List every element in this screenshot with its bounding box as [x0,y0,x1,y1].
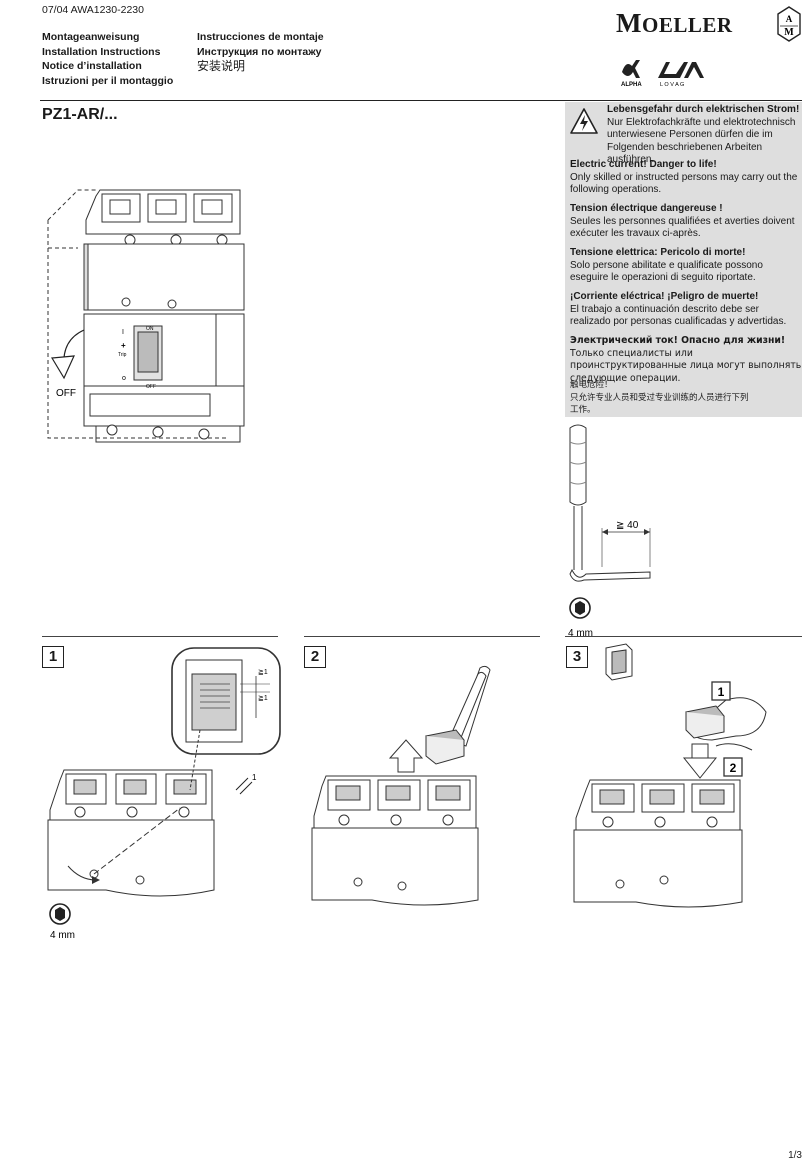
certification-logos: ALPHA L O V A G [621,60,704,88]
title-de: Montageanweisung [42,31,140,43]
product-title: PZ1-AR/... [42,106,118,123]
step1-illustration: 1 ≧1 ≧1 4 mm [47,647,281,941]
brand-badge-icon: A M [777,6,801,42]
svg-text:I: I [122,329,124,336]
step-number-1: 1 [42,646,64,668]
alpha-logo-icon [622,60,640,78]
tool-dimension-label: ≧ 40 [616,520,639,531]
lovag-label: L O V A G [660,82,684,88]
brand-rest: OELLER [641,13,733,37]
safety-warning-box: Lebensgefahr durch elektrischen Strom! N… [565,102,802,417]
step-number-3: 3 [566,646,588,668]
step3-sub-2: 2 [730,761,737,775]
trip-label: Trip [118,352,127,358]
switch-off-label: OFF [146,384,156,390]
warning-en: Electric current! Danger to life! Only s… [570,159,798,195]
lovag-logo-icon [658,62,704,78]
warning-ru: Электрический ток! Опасно для жизни! Тол… [570,335,802,384]
hex-key-tool-illustration: ≧ 40 4 mm [568,424,651,639]
title-en: Installation Instructions [42,45,161,58]
tool-size-label: 4 mm [568,628,593,639]
title-ru: Инструкция по монтажу [197,45,322,58]
titles-right: Instrucciones de montaje Инструкция по м… [197,30,324,74]
step1-dim-c: ≧1 [258,695,268,702]
alpha-label: ALPHA [621,82,642,88]
electric-warning-icon [570,108,598,134]
svg-text:A: A [786,14,793,24]
breaker-overview-illustration: ON OFF Trip + I o OFF [47,189,245,443]
title-it: Istruzioni per il montaggio [42,74,174,87]
warning-cn: 触电危险！ 只允许专业人员和受过专业训练的人员进行下列工作。 [570,380,749,415]
title-es: Instrucciones de montaje [197,31,324,43]
title-fr: Notice d’installation [42,60,142,72]
svg-text:+: + [121,341,126,350]
svg-text:M: M [784,27,794,38]
step1-dim-b: ≧1 [258,669,268,676]
step3-illustration: 1 2 [573,643,767,908]
switch-on-label: ON [146,326,154,332]
step1-dim-a: 1 [252,773,257,782]
hex-size-icon [569,597,591,619]
step1-tool-size: 4 mm [50,930,75,941]
off-label: OFF [56,388,76,399]
warning-it: Tensione elettrica: Pericolo di morte! S… [570,247,763,283]
page-number: 1/3 [788,1150,802,1161]
step3-rule [565,636,802,637]
warning-de: Lebensgefahr durch elektrischen Strom! N… [607,104,800,165]
title-cn: 安装说明 [197,59,246,73]
warning-es: ¡Corriente eléctrica! ¡Peligro de muerte… [570,291,787,327]
document-reference: 07/04 AWA1230-2230 [42,4,144,16]
step2-illustration [311,665,491,906]
step1-rule [42,636,278,637]
step-number-2: 2 [304,646,326,668]
step3-sub-1: 1 [718,685,725,699]
step2-rule [304,636,540,637]
titles-left: Montageanweisung Installation Instructio… [42,30,173,88]
svg-text:o: o [122,375,126,382]
warning-fr: Tension électrique dangereuse ! Seules l… [570,203,795,239]
brand-initial: M [616,8,642,38]
hex-size-icon [49,903,71,925]
header-rule [40,100,802,101]
brand-logo: MOELLER [616,8,733,39]
